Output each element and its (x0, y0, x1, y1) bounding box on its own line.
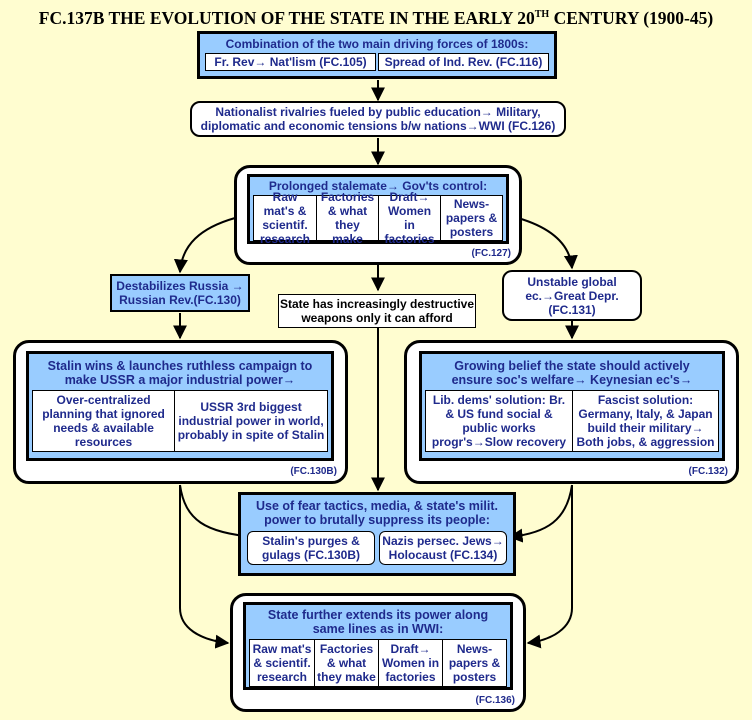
stalin-grid: Over-centralized planning that ignored n… (32, 390, 328, 452)
stalemate-cell: Raw mat's & scientif. research (254, 190, 316, 246)
stalemate-outer-box: Prolonged stalemate→ Gov'ts control: Raw… (234, 165, 522, 265)
fr-rev-cell: Fr. Rev→ Nat'lism (FC.105) (205, 53, 376, 71)
unstable-line3: (FC.131) (548, 302, 596, 317)
driving-forces-box: Combination of the two main driving forc… (197, 31, 557, 79)
ind-rev-cell: Spread of Ind. Rev. (FC.116) (378, 53, 549, 71)
driving-forces-heading: Combination of the two main driving forc… (225, 37, 529, 51)
extends-line2: same lines as in WWI: (312, 622, 444, 636)
unstable-box: Unstable global ec.→Great Depr. (FC.131) (502, 270, 642, 321)
belief-line1: Growing belief the state should actively (454, 359, 690, 373)
lib-dems-cell: Lib. dems' solution: Br. & US fund socia… (426, 391, 572, 451)
unstable-line1: Unstable global (527, 274, 617, 289)
stalin-line2: make USSR a major industrial power→ (64, 373, 296, 387)
stalemate-grid: Raw mat's & scientif. research Factories… (253, 190, 503, 246)
stalin-purges-cell: Stalin's purges & gulags (FC.130B) (247, 531, 375, 565)
nationalist-line1: Nationalist rivalries fueled by public e… (215, 105, 541, 119)
stalemate-cell: Draft→ Women in factories (378, 190, 440, 246)
page-title: FC.137B THE EVOLUTION OF THE STATE IN TH… (38, 8, 714, 28)
belief-grid: Lib. dems' solution: Br. & US fund socia… (425, 390, 719, 452)
fascist-cell: Fascist solution: Germany, Italy, & Japa… (572, 391, 718, 451)
fear-line1: Use of fear tactics, media, & state's mi… (256, 499, 498, 513)
fear-tactics-box: Use of fear tactics, media, & state's mi… (238, 492, 516, 576)
belief-outer-box: Growing belief the state should actively… (404, 340, 739, 484)
arrow-belief-to-extends (526, 485, 573, 649)
destabilizes-line2: Russian Rev.(FC.130) (119, 293, 241, 307)
extends-cell: News-papers & posters (442, 640, 506, 686)
extends-grid: Raw mat's & scientif. research Factories… (249, 639, 507, 687)
belief-ref: (FC.132) (688, 466, 728, 477)
stalin-line1: Stalin wins & launches ruthless campaign… (47, 359, 313, 373)
stalin-ref: (FC.130B) (290, 466, 337, 477)
belief-line2: ensure soc's welfare→ Keynesian ec's→ (451, 373, 693, 387)
fear-line2: power to brutally suppress its people: (264, 513, 490, 527)
nationalist-box: Nationalist rivalries fueled by public e… (190, 101, 566, 137)
stalemate-box: Prolonged stalemate→ Gov'ts control: Raw… (247, 174, 509, 246)
extends-cell: Draft→ Women in factories (378, 640, 442, 686)
stalemate-cell: News-papers & posters (440, 196, 502, 240)
extends-cell: Factories & what they make (314, 640, 378, 686)
arrow-stalemate-to-destabilizes (173, 217, 236, 274)
destabilizes-line1: Destabilizes Russia → (116, 279, 244, 293)
extends-line1: State further extends its power along (267, 608, 489, 622)
weapons-box: State has increasingly destructive weapo… (278, 294, 476, 328)
stalin-planning-cell: Over-centralized planning that ignored n… (33, 391, 175, 451)
stalin-box: Stalin wins & launches ruthless campaign… (26, 351, 334, 461)
stalemate-heading: Prolonged stalemate→ Gov'ts control: (268, 179, 488, 193)
arrow-stalemate-to-unstable (517, 217, 578, 270)
weapons-line2: weapons only it can afford (301, 311, 453, 325)
arrow-stalin-to-extends (179, 485, 230, 649)
extends-cell: Raw mat's & scientif. research (250, 640, 314, 686)
holocaust-cell: Nazis persec. Jews→ Holocaust (FC.134) (379, 531, 507, 565)
stalin-industrial-cell: USSR 3rd biggest industrial power in wor… (174, 391, 327, 451)
extends-outer-box: State further extends its power along sa… (230, 593, 526, 712)
belief-box: Growing belief the state should actively… (419, 351, 725, 461)
stalemate-ref: (FC.127) (471, 248, 511, 259)
arrow-belief-to-fear (508, 484, 573, 543)
weapons-line1: State has increasingly destructive (279, 297, 475, 311)
extends-box: State further extends its power along sa… (243, 602, 513, 690)
unstable-line2: ec.→Great Depr. (525, 288, 619, 303)
stalemate-cell: Factories & what they make (316, 190, 378, 246)
destabilizes-box: Destabilizes Russia → Russian Rev.(FC.13… (110, 274, 250, 312)
stalin-outer-box: Stalin wins & launches ruthless campaign… (13, 340, 348, 484)
nationalist-line2: diplomatic and economic tensions b/w nat… (200, 119, 556, 133)
extends-ref: (FC.136) (475, 695, 515, 706)
